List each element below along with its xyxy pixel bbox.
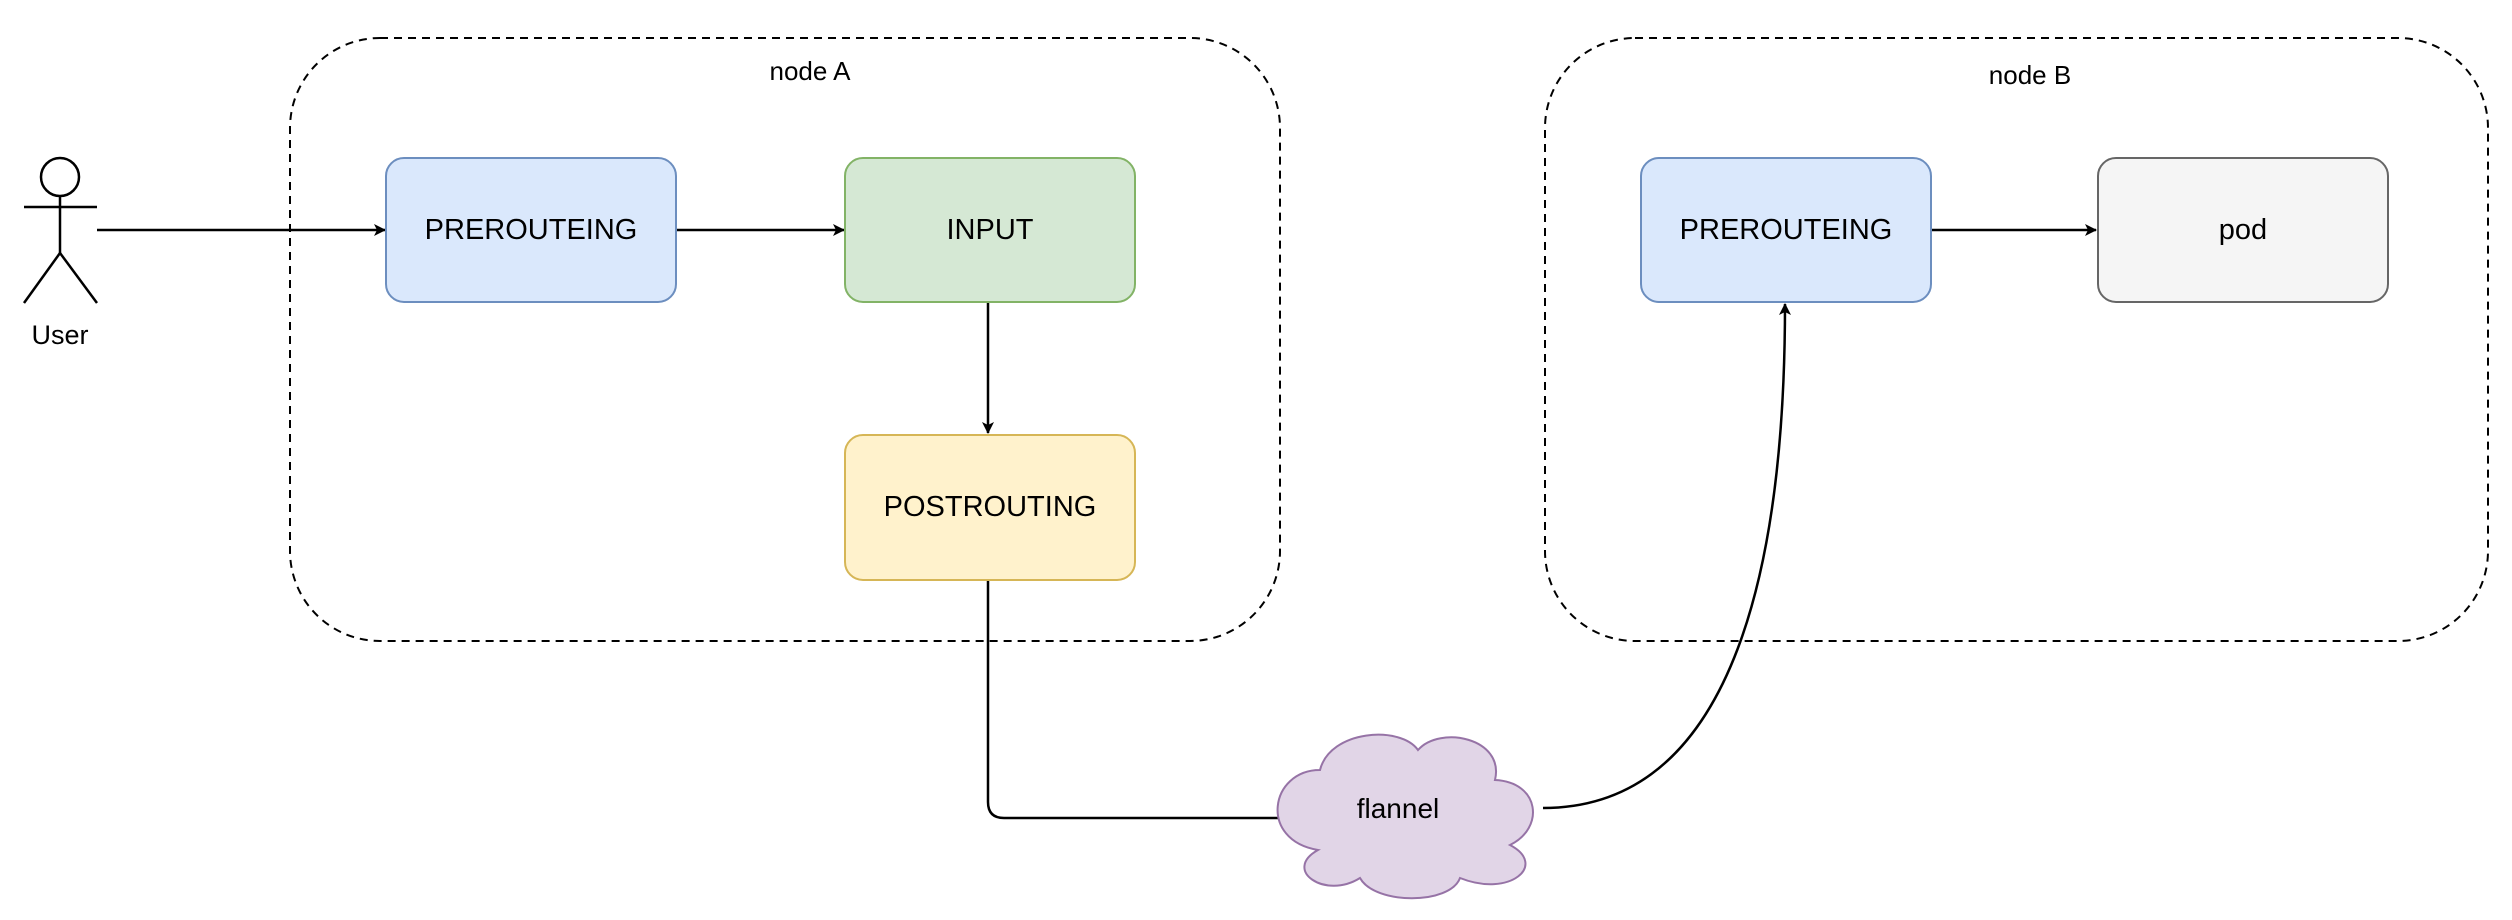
node-a-input-shape <box>844 157 1136 303</box>
node-b-pod-shape <box>2097 157 2389 303</box>
flannel-cloud[interactable]: flannel <box>1276 733 1534 900</box>
flannel-label: flannel <box>1357 793 1440 824</box>
node-a-input-box[interactable]: INPUT <box>844 157 1136 303</box>
node-b-prerouting-shape <box>1640 157 1932 303</box>
flannel-cloud-shape <box>1276 733 1534 900</box>
node-b-group: node B <box>1544 37 2489 642</box>
node-a-prerouting-label: PREROUTEING <box>425 214 638 246</box>
node-a-postrouting-box[interactable]: POSTROUTING <box>844 434 1136 581</box>
user-icon <box>22 156 99 304</box>
node-a-postrouting-shape <box>844 434 1136 581</box>
node-b-container[interactable] <box>1544 37 2489 642</box>
edge-flannel-to-node-b-prerouting[interactable] <box>1542 303 1791 810</box>
node-b-pod-label: pod <box>2219 214 2267 246</box>
edge-postrouting-to-flannel[interactable] <box>986 580 1301 824</box>
node-b-label: node B <box>1989 60 2071 90</box>
node-a-input-label: INPUT <box>947 214 1034 246</box>
node-b-prerouting-box[interactable]: PREROUTEING <box>1640 157 1932 303</box>
node-a-container[interactable] <box>289 37 1281 642</box>
node-a-prerouting-box[interactable]: PREROUTEING <box>385 157 677 303</box>
node-b-prerouting-label: PREROUTEING <box>1680 214 1893 246</box>
node-a-group: node A <box>289 37 1281 642</box>
user-label: User <box>31 320 88 350</box>
node-b-pod-box[interactable]: pod <box>2097 157 2389 303</box>
node-a-prerouting-shape <box>385 157 677 303</box>
edges <box>97 224 2097 824</box>
user-actor[interactable]: User <box>22 156 99 350</box>
node-a-label: node A <box>770 56 852 86</box>
node-a-postrouting-label: POSTROUTING <box>884 491 1097 523</box>
